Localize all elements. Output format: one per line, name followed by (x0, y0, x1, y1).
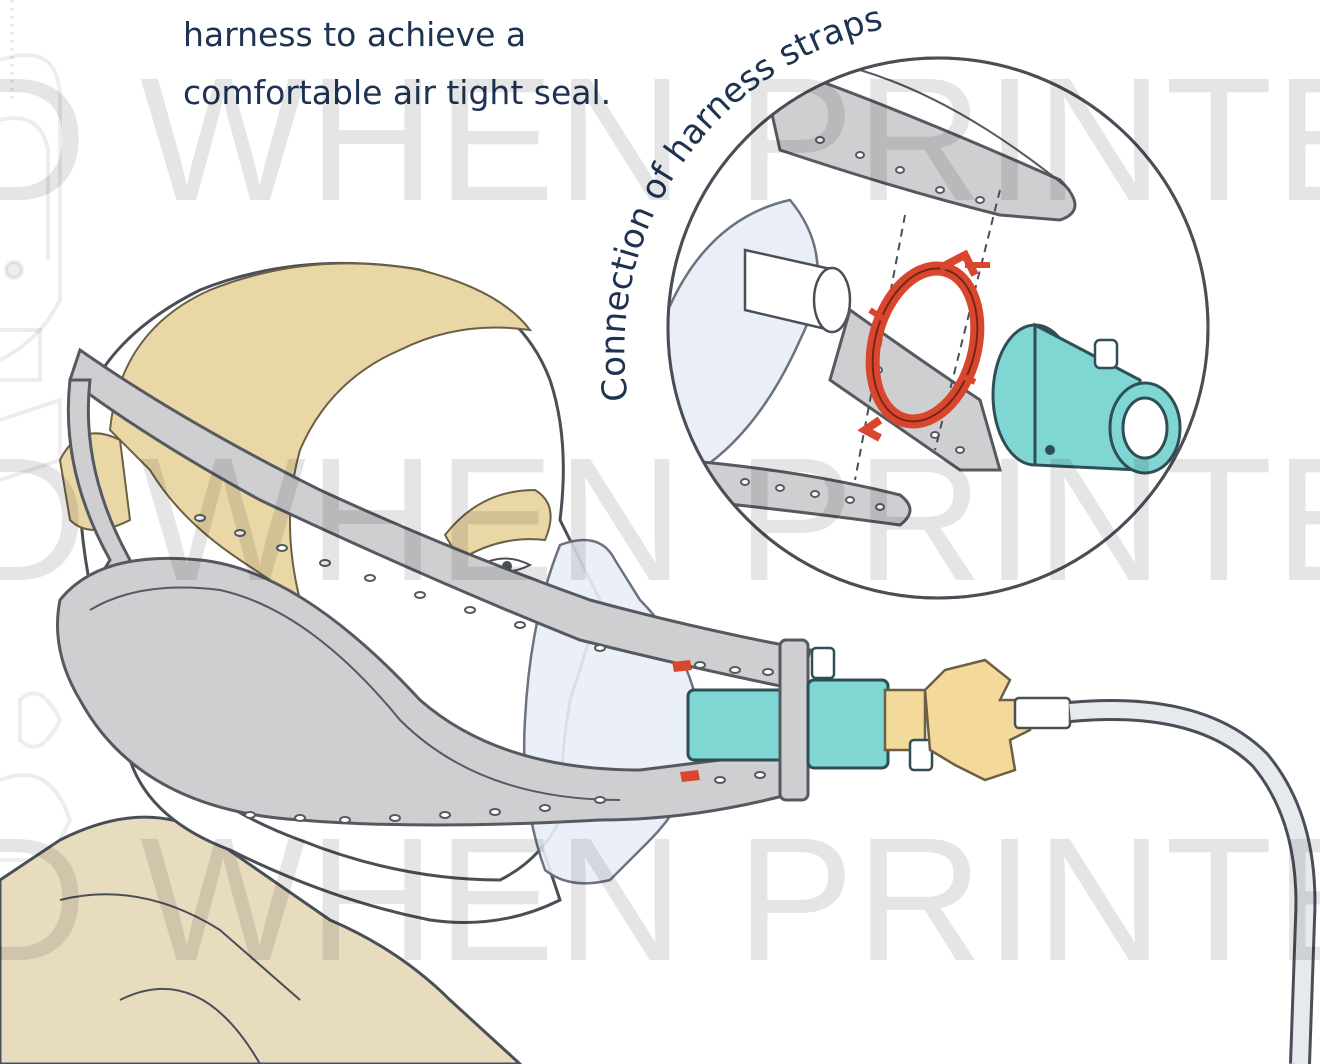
strap-clip-lower (680, 770, 700, 782)
watermark-line-3: D WHEN PRINTED (0, 802, 1320, 998)
watermark: D WHEN PRINTED D WHEN PRINTED D WHEN PRI… (0, 42, 1320, 998)
mask-connector (688, 690, 788, 760)
strap-clip-upper (672, 660, 692, 672)
watermark-line-2: D WHEN PRINTED (0, 422, 1320, 618)
watermark-line-1: D WHEN PRINTED (0, 42, 1320, 238)
